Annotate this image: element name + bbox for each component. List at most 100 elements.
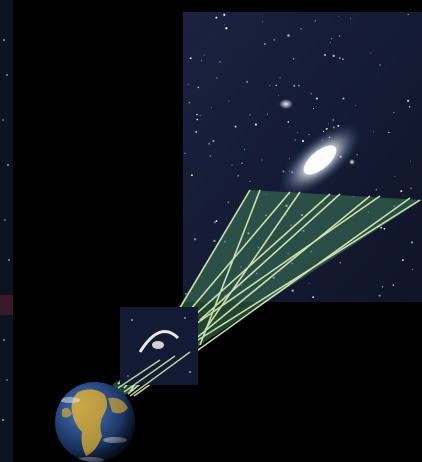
star bbox=[227, 201, 229, 203]
star bbox=[332, 54, 335, 58]
star bbox=[406, 99, 410, 102]
star bbox=[188, 101, 191, 104]
star bbox=[278, 94, 279, 96]
star bbox=[287, 121, 290, 123]
star bbox=[294, 139, 296, 141]
star bbox=[308, 283, 310, 285]
star bbox=[338, 57, 341, 60]
star bbox=[342, 58, 344, 61]
earth-globe bbox=[55, 382, 135, 462]
star bbox=[408, 106, 411, 108]
star bbox=[327, 123, 329, 125]
star bbox=[401, 259, 404, 262]
star bbox=[293, 84, 296, 87]
satellite-galaxy bbox=[279, 99, 293, 109]
star bbox=[380, 226, 383, 229]
star bbox=[228, 100, 230, 102]
star bbox=[350, 17, 352, 19]
star bbox=[383, 227, 386, 230]
star bbox=[263, 43, 266, 45]
star bbox=[379, 64, 381, 66]
star bbox=[196, 113, 198, 116]
star bbox=[193, 238, 197, 241]
star bbox=[189, 57, 192, 60]
star bbox=[195, 130, 198, 133]
star bbox=[241, 162, 243, 165]
star bbox=[203, 54, 205, 56]
star bbox=[370, 52, 372, 54]
star bbox=[332, 119, 334, 121]
star bbox=[225, 27, 228, 30]
star bbox=[231, 164, 233, 166]
star bbox=[298, 84, 300, 87]
star bbox=[393, 111, 395, 114]
star bbox=[254, 123, 258, 126]
star bbox=[215, 16, 218, 19]
star bbox=[249, 114, 251, 116]
star bbox=[356, 154, 358, 156]
star bbox=[224, 24, 226, 26]
lensed-galaxy-panel bbox=[117, 307, 198, 397]
star bbox=[288, 158, 290, 160]
star bbox=[308, 134, 310, 136]
star bbox=[208, 142, 211, 145]
star bbox=[201, 59, 203, 61]
star bbox=[237, 174, 240, 177]
star bbox=[197, 86, 200, 89]
star bbox=[392, 284, 395, 286]
star bbox=[287, 34, 290, 37]
star bbox=[216, 77, 218, 79]
star bbox=[213, 221, 216, 224]
star bbox=[324, 54, 326, 56]
star bbox=[273, 39, 276, 41]
star bbox=[185, 292, 187, 295]
star bbox=[312, 296, 315, 299]
star bbox=[338, 15, 340, 17]
star bbox=[296, 132, 298, 134]
left-edge-image-strip bbox=[0, 0, 13, 462]
star bbox=[313, 107, 315, 110]
star bbox=[410, 187, 412, 189]
star bbox=[262, 21, 264, 23]
star bbox=[339, 262, 341, 264]
star bbox=[411, 268, 414, 271]
star bbox=[342, 97, 345, 100]
star bbox=[388, 131, 390, 134]
star bbox=[400, 190, 403, 193]
star bbox=[373, 131, 375, 133]
star bbox=[212, 139, 215, 143]
star bbox=[211, 107, 212, 109]
star bbox=[269, 85, 271, 87]
star bbox=[330, 41, 332, 43]
star bbox=[202, 265, 204, 267]
star bbox=[291, 289, 294, 292]
star bbox=[199, 115, 201, 117]
star bbox=[275, 84, 277, 87]
star bbox=[354, 105, 356, 106]
star bbox=[292, 58, 295, 60]
star bbox=[246, 80, 249, 83]
star bbox=[300, 28, 302, 30]
star bbox=[410, 241, 414, 244]
star bbox=[338, 35, 341, 37]
star bbox=[213, 239, 216, 243]
star bbox=[378, 294, 381, 297]
star bbox=[407, 13, 409, 16]
star bbox=[261, 159, 263, 161]
star bbox=[279, 77, 281, 79]
star bbox=[315, 97, 318, 100]
star bbox=[244, 149, 246, 151]
star bbox=[249, 180, 251, 182]
star bbox=[219, 61, 221, 63]
star bbox=[410, 160, 411, 162]
star bbox=[394, 176, 396, 178]
star bbox=[310, 93, 312, 95]
star bbox=[190, 174, 193, 177]
star bbox=[187, 83, 189, 85]
star bbox=[381, 286, 384, 288]
star bbox=[223, 13, 226, 16]
star bbox=[330, 37, 333, 40]
star bbox=[209, 155, 211, 157]
